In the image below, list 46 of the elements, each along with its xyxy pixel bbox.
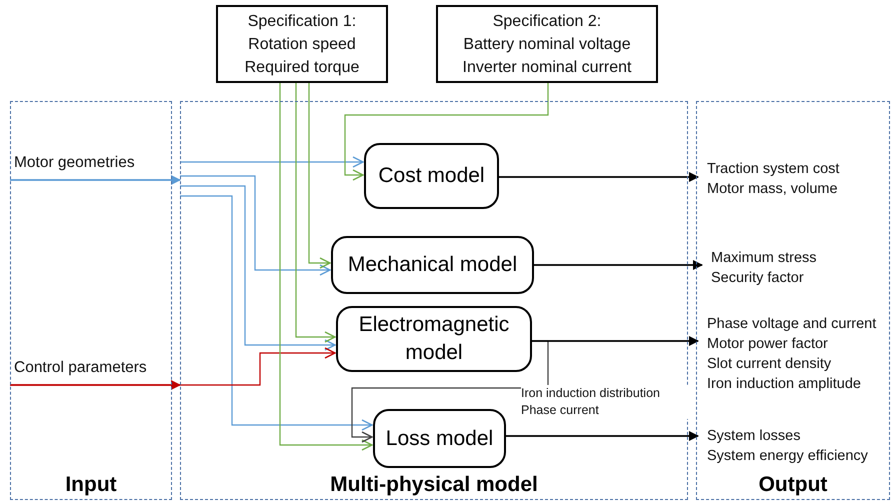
output-text: Maximum stress	[711, 249, 818, 268]
specification-text: Battery nominal voltage	[463, 34, 631, 54]
model-box	[336, 306, 532, 372]
output-text: Traction system cost	[707, 160, 840, 179]
panel-heading: Multi-physical model	[329, 473, 539, 497]
model-box	[364, 143, 499, 209]
specification-text: Specification 2:	[492, 12, 602, 32]
model-box	[373, 409, 506, 468]
arrow	[308, 83, 331, 269]
specification-text: Inverter nominal current	[462, 58, 632, 78]
output-text: Phase voltage and current	[707, 315, 878, 334]
panel-heading: Input	[64, 473, 118, 497]
arrow	[180, 175, 331, 276]
output-text: Motor mass, volume	[707, 180, 839, 199]
specification-box	[216, 5, 388, 83]
arrow	[295, 83, 336, 343]
output-text: Motor power factor	[707, 335, 829, 354]
output-text: Security factor	[711, 269, 805, 288]
arrow	[533, 260, 703, 270]
output-text: System losses	[707, 427, 802, 446]
arrow	[531, 336, 699, 346]
model-box	[331, 236, 534, 294]
arrow	[505, 431, 699, 441]
dashed-panel	[696, 101, 890, 500]
output-text: Iron induction amplitude	[707, 375, 862, 394]
arrow	[180, 156, 364, 168]
model-name: Electromagnetic model	[358, 312, 510, 366]
output-text: Slot current density	[707, 355, 832, 374]
arrow	[344, 83, 549, 181]
arrow	[498, 172, 699, 182]
output-text: System energy efficiency	[707, 447, 869, 466]
specification-text: Rotation speed	[248, 34, 356, 54]
model-name: Loss model	[386, 426, 494, 452]
specification-text: Required torque	[244, 58, 360, 78]
arrow	[279, 83, 373, 451]
arrow	[180, 185, 336, 351]
panel-heading: Output	[758, 473, 828, 497]
model-name: Mechanical model	[348, 252, 518, 278]
model-name: Cost model	[378, 163, 485, 189]
arrow	[180, 195, 373, 431]
arrow	[180, 347, 336, 386]
arrow	[10, 380, 181, 390]
edge-label: Iron induction distribution Phase current	[521, 385, 691, 419]
specification-box	[436, 5, 658, 83]
arrow	[10, 175, 181, 185]
specification-text: Specification 1:	[248, 12, 356, 32]
